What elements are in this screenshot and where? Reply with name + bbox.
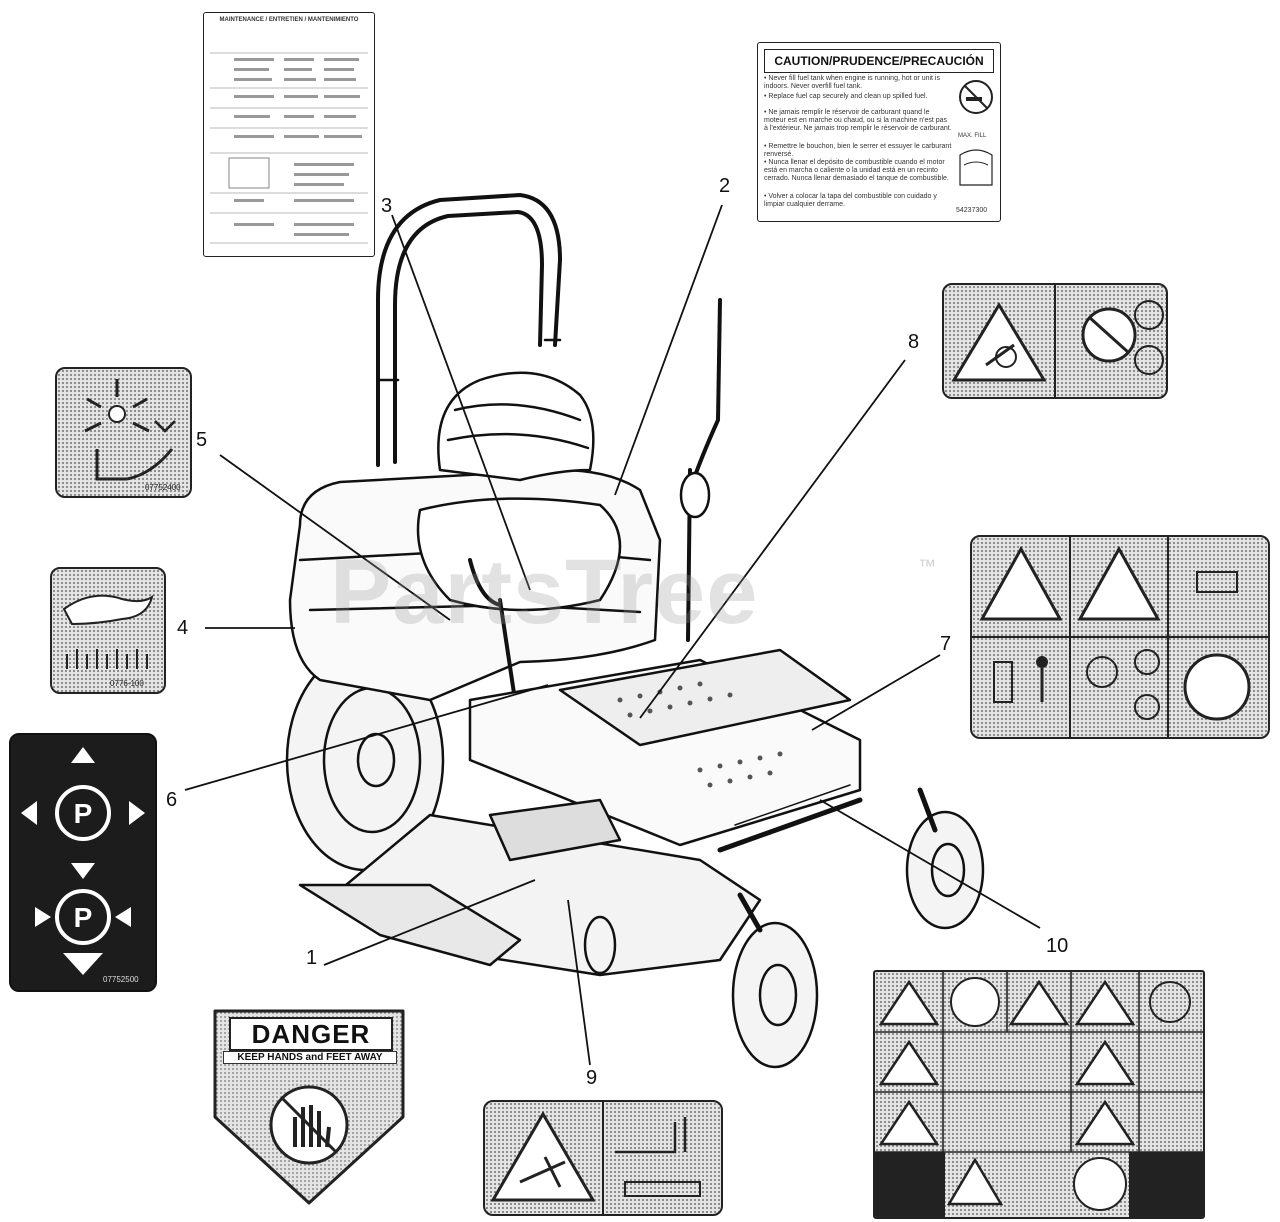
- callout-3: 3: [381, 195, 393, 217]
- no-smoking-icon: [959, 80, 993, 186]
- leader-3: [391, 214, 531, 591]
- seat-cushion: [416, 497, 622, 612]
- leader-1: [323, 879, 536, 966]
- parking-brake-part-no: 07752500: [103, 975, 139, 984]
- callout-4: 4: [177, 617, 189, 639]
- callout-2: 2: [719, 175, 731, 197]
- discharge-chute: [298, 883, 522, 967]
- mower-drawing: [285, 193, 985, 1069]
- rollover-bar-inner: [393, 210, 544, 464]
- hot-surface-graphic: [62, 594, 154, 669]
- callout-10: 10: [1046, 935, 1069, 957]
- leader-7: [811, 654, 941, 731]
- callout-leader-lines: [184, 204, 1041, 1066]
- caution-line-5: • Nunca llenar el depósito de combustibl…: [764, 159, 949, 183]
- watermark: PartsTree: [330, 541, 759, 643]
- danger-subtitle: KEEP HANDS and FEET AWAY: [223, 1051, 397, 1064]
- front-caster-right: [905, 810, 985, 930]
- callout-5: 5: [196, 429, 208, 451]
- leader-6: [184, 684, 549, 791]
- caution-line-6: • Volver a colocar la tapa del combustib…: [764, 193, 937, 209]
- gravely-strip: [734, 784, 851, 826]
- front-crossbar: [717, 797, 863, 853]
- blade-hazard-graphic: [951, 285, 1164, 397]
- maintenance-title: MAINTENANCE / ENTRETIEN / MANTENIMIENTO: [219, 17, 359, 23]
- control-lever-left: [468, 558, 517, 702]
- callout-8: 8: [908, 331, 920, 353]
- caution-line-4: • Remettre le bouchon, bien le serrer et…: [764, 143, 952, 159]
- front-caster-right-hub: [930, 842, 966, 898]
- caution-header: CAUTION/PRUDENCE/PRECAUCIÓN: [764, 49, 994, 73]
- seat-back: [437, 371, 595, 482]
- decal-electrical-hazard: 07752400: [55, 367, 192, 498]
- decal-maintenance-chart: MAINTENANCE / ENTRETIEN / MANTENIMIENTO: [203, 12, 375, 257]
- callout-9: 9: [586, 1067, 598, 1089]
- operator-instructions-graphic: [875, 972, 1203, 1217]
- svg-text:P: P: [74, 798, 93, 829]
- decal-parking-brake: P P 07752500: [9, 733, 157, 992]
- svg-text:P: P: [74, 902, 93, 933]
- decal-deck-hazard: [483, 1100, 723, 1216]
- hot-surface-part-no: 0776-100: [110, 679, 144, 688]
- deck-gauge-wheel: [583, 915, 617, 975]
- callout-1: 1: [306, 947, 318, 969]
- leader-10: [819, 799, 1041, 929]
- front-caster-left-hub: [758, 963, 798, 1027]
- electrical-part-no: 07752400: [145, 483, 181, 492]
- decal-blade-hazard: [942, 283, 1168, 399]
- operator-safety-graphic: [972, 537, 1268, 737]
- leader-5: [219, 454, 451, 621]
- parking-brake-graphic: P P: [21, 747, 145, 975]
- decal-operator-instructions: [873, 970, 1205, 1219]
- front-caster-left: [731, 921, 819, 1069]
- rollover-bar-outer: [376, 193, 562, 467]
- callout-7: 7: [940, 633, 952, 655]
- caution-line-2: • Replace fuel cap securely and clean up…: [764, 93, 928, 100]
- decal-caution-fuel: CAUTION/PRUDENCE/PRECAUCIÓN • Never fill…: [757, 42, 1001, 222]
- electrical-hazard-graphic: [84, 379, 176, 481]
- decal-hot-surface: 0776-100: [50, 567, 166, 694]
- caster-forks: [737, 787, 938, 933]
- watermark-trademark: ™: [918, 556, 936, 576]
- decal-operator-safety: [970, 535, 1270, 739]
- lever-knob: [679, 471, 711, 519]
- deck-cover: [488, 798, 622, 862]
- caution-part-no: 54237300: [956, 207, 988, 214]
- caution-line-1: • Never fill fuel tank when engine is ru…: [764, 75, 940, 91]
- seat-stitching: [446, 403, 590, 450]
- maintenance-grid: [210, 52, 368, 244]
- leader-8: [639, 359, 906, 719]
- foot-platform: [558, 648, 852, 747]
- leader-2: [614, 204, 723, 496]
- rollover-bar-pivots: [376, 338, 562, 382]
- leader-9: [567, 899, 591, 1066]
- decal-danger-keep-away: DANGER KEEP HANDS and FEET AWAY: [207, 1007, 411, 1207]
- danger-word: DANGER: [229, 1017, 393, 1051]
- deck-hazard-graphic: [490, 1102, 701, 1214]
- caution-max-fill: MAX. FILL: [958, 133, 987, 139]
- callout-6: 6: [166, 789, 178, 811]
- caution-line-3: • Ne jamais remplir le réservoir de carb…: [764, 109, 952, 133]
